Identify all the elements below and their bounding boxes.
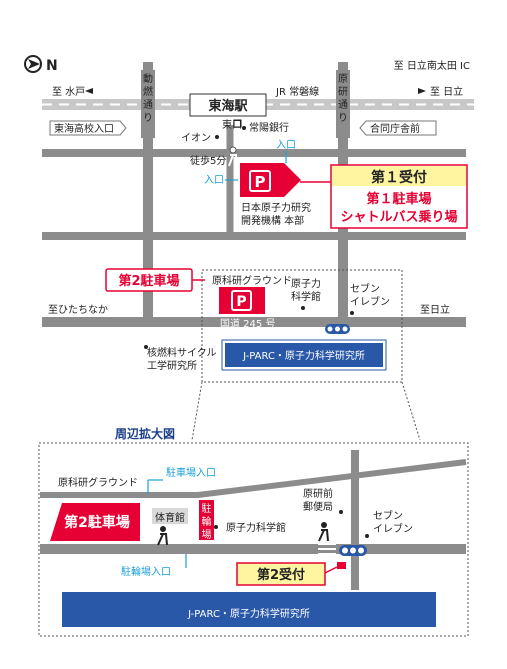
gym-building <box>152 508 188 524</box>
nuclear-hall-dot <box>214 525 218 529</box>
walk-time: 徒歩5分 <box>190 154 226 167</box>
bank-dot <box>242 126 246 130</box>
seven-line2: イレブン <box>350 295 390 308</box>
detail-parking-2-label: 第2駐車場 <box>64 514 130 531</box>
svg-text:P: P <box>255 173 266 191</box>
tokai-hs-label: 東海高校入口 <box>54 122 114 135</box>
route-245: 国道 245 号 <box>220 317 275 330</box>
aeon-label: イオン <box>181 132 211 144</box>
rail-line-label: JR 常磐線 <box>275 85 319 98</box>
entrance-a: 入口 <box>276 140 296 151</box>
reception-2-callout <box>236 562 326 586</box>
parking-icon: P <box>231 290 252 311</box>
aeon-dot <box>215 135 219 139</box>
bike-parking-label: 駐輪場 <box>202 502 212 541</box>
reception-1-parking: 第１駐車場 <box>366 191 431 207</box>
dest-hitachinaka: 至ひたちなか <box>48 304 108 316</box>
reception-1-shuttle: シャトルバス乗り場 <box>340 209 457 225</box>
arrow-right-icon <box>418 88 426 94</box>
dest-mito: 至 水戸 <box>52 86 85 98</box>
nuclear-lab-line2: 科学館 <box>291 290 321 303</box>
joyo-bank: 常陽銀行 <box>249 121 289 134</box>
seven-line1: セブン <box>350 282 380 295</box>
nuclear-lab-line1: 原子力 <box>291 277 321 290</box>
bus-stop-icon <box>339 545 367 556</box>
pedestrian-icon <box>318 522 329 542</box>
bike-parking <box>199 500 214 540</box>
dest-top-right: 至 日立南太田 IC <box>394 59 470 72</box>
detail-ground: 原科研グラウンド <box>58 476 138 489</box>
crosswalk <box>318 543 336 555</box>
overview-map: 動燃通り 原研通り N 至 日立南太田 IC 至 水戸 JR 常磐線 至 日立 … <box>24 55 474 441</box>
reception-1-title-bg <box>332 166 466 186</box>
detail-map: 周辺拡大図 原科研グラウンド 駐車場入口 第2駐車場 体育館 駐輪場 原子力科学… <box>38 426 469 637</box>
detail-jparc-banner <box>62 592 436 627</box>
north-arrow-icon <box>24 55 42 73</box>
station-name: 東海駅 <box>208 98 248 114</box>
gov-bldg-label: 合同庁舎前 <box>370 122 420 135</box>
dest-hitachi-road: 至日立 <box>420 303 450 316</box>
fuel-dot <box>144 345 148 349</box>
pedestrian-icon <box>228 146 238 167</box>
station-box <box>189 93 267 117</box>
fuel-line1: 核燃料サイクル <box>147 346 217 359</box>
detail-frame <box>38 442 469 637</box>
detail-nuclear-hall: 原子力科学館 <box>226 521 286 534</box>
exit-marker <box>233 119 242 128</box>
jparc-banner <box>225 343 383 367</box>
svg-text:P: P <box>236 294 246 310</box>
tokai-hs-sign <box>49 120 127 136</box>
entrance-b: 入口 <box>204 175 224 186</box>
dest-hitachi-rail: 至 日立 <box>430 85 463 98</box>
post-line1: 原研前 <box>303 487 333 500</box>
fuel-line2: 工学研究所 <box>147 359 197 372</box>
road-name-left: 動燃通り <box>143 72 153 124</box>
parking-icon: P <box>249 170 271 192</box>
detail-parking-2 <box>50 503 140 541</box>
east-exit: 東口 <box>222 118 242 131</box>
ground-label: 原科研グラウンド <box>212 274 292 287</box>
gov-bldg-sign <box>359 120 437 136</box>
detail-parking-entrance: 駐車場入口 <box>166 466 216 479</box>
seven-dot <box>350 311 354 315</box>
post-dot <box>339 510 343 514</box>
bike-entrance: 駐輪場入口 <box>121 565 171 578</box>
nuclear-lab-dot <box>301 306 305 310</box>
detail-seven-line1: セブン <box>373 509 403 522</box>
bus-stop-icon <box>325 324 350 334</box>
gym-label: 体育館 <box>155 511 185 524</box>
detail-seven-line2: イレブン <box>373 522 413 535</box>
reception-1-title: 第１受付 <box>371 169 427 186</box>
detail-area-frame <box>201 269 403 383</box>
reception-2-marker <box>337 562 346 569</box>
detail-jparc-label: J-PARC・原子力科学研究所 <box>187 607 310 620</box>
jaea-line1: 日本原子力研究 <box>241 201 311 214</box>
detail-road-upper <box>40 459 467 498</box>
post-line2: 郵便局 <box>303 500 333 513</box>
parking-2-callout-label: 第2駐車場 <box>118 273 179 289</box>
detail-heading: 周辺拡大図 <box>115 426 175 441</box>
pedestrian-icon <box>157 526 168 546</box>
arrow-left-icon <box>85 88 93 94</box>
road-name-right: 原研通り <box>338 73 348 124</box>
reception-2-label: 第2受付 <box>257 567 305 583</box>
detail-seven-dot <box>365 534 369 538</box>
north-label: N <box>46 58 58 74</box>
jparc-banner-label: J-PARC・原子力科学研究所 <box>242 349 365 362</box>
jaea-line2: 開発機構 本部 <box>241 214 304 227</box>
